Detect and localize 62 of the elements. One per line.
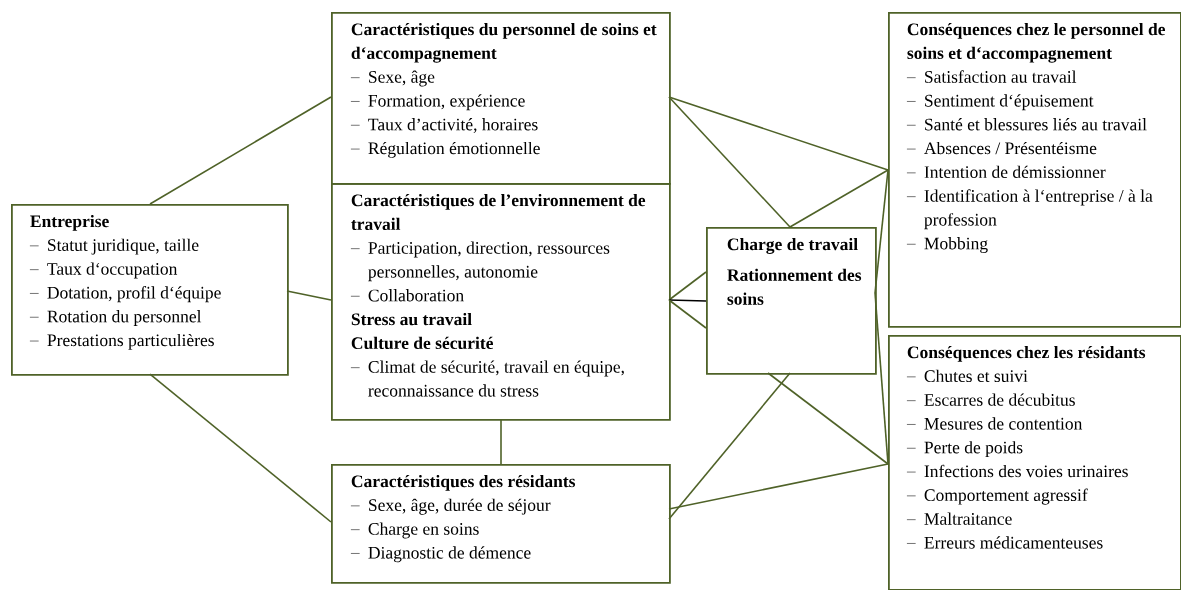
factor-box — [331, 464, 671, 584]
list-item: Mesures de contention — [906, 417, 1083, 430]
connector-line — [500, 418, 502, 465]
factor-box — [888, 335, 1181, 590]
list-item: Sexe, âge, durée de séjour — [350, 498, 551, 515]
box-heading: Caractéristiques de l’environnement de travail — [351, 193, 646, 231]
factor-box — [706, 227, 877, 375]
list-item: Santé et blessures liés au travail — [906, 118, 1147, 131]
connector-line — [286, 290, 332, 301]
list-item: Participation, direction, ressources personnelles, autonomie — [350, 241, 610, 282]
box-heading: Conséquences chez les résidants — [907, 345, 1146, 362]
connector-line — [668, 271, 707, 301]
list-item: Infections des voies urinaires — [906, 464, 1128, 478]
list-item: Sexe, âge — [350, 70, 435, 87]
list-item: Charge en soins — [350, 522, 479, 539]
list-item: Absences / Présentéisme — [906, 141, 1097, 155]
list-item: Climat de sécurité, travail en équipe, reconnaissance du stress — [350, 360, 624, 397]
box-heading: Conséquences chez le personnel de soins et d‘accompagnement — [907, 22, 1165, 63]
box-heading: Rationnement des soins — [727, 268, 862, 305]
list-item: Statut juridique, taille — [29, 238, 199, 255]
list-item: Sentiment d‘épuisement — [906, 94, 1094, 111]
list-item: Formation, expérience — [350, 94, 525, 111]
box-heading: Caractéristiques du personnel de soins et d‘accompagnement — [351, 22, 657, 63]
list-item: Collaboration — [350, 289, 464, 302]
list-item: Taux d‘occupation — [29, 262, 178, 279]
list-item: Comportement agressif — [906, 488, 1088, 505]
list-item: Régulation émotionnelle — [350, 141, 540, 158]
list-item: Taux d’activité, horaires — [350, 118, 538, 133]
factor-box — [331, 183, 671, 421]
list-item: Identification à l‘entreprise / à la profession — [906, 189, 1153, 230]
connector-line — [874, 169, 889, 294]
list-item: Erreurs médicamenteuses — [906, 536, 1103, 549]
box-heading: Entreprise — [30, 214, 109, 231]
box-heading: Stress au travail — [351, 312, 472, 326]
box-heading: Culture de sécurité — [351, 336, 493, 350]
connector-line — [668, 96, 889, 171]
factor-box — [11, 204, 289, 376]
connector-line — [149, 373, 332, 523]
connector-line — [668, 463, 889, 510]
list-item: Mobbing — [906, 237, 988, 254]
connector-line — [668, 372, 791, 520]
list-item: Perte de poids — [906, 441, 1023, 457]
connector-line — [668, 299, 707, 302]
connector-line — [767, 372, 889, 465]
box-heading: Charge de travail — [727, 237, 858, 254]
list-item: Diagnostic de démence — [350, 546, 531, 563]
connector-line — [668, 96, 791, 228]
list-item: Maltraitance — [906, 512, 1012, 525]
list-item: Prestations particulières — [29, 333, 214, 350]
list-item: Dotation, profil d‘équipe — [29, 286, 221, 303]
box-heading: Caractéristiques des résidants — [351, 474, 576, 491]
connector-line — [149, 96, 332, 205]
list-item: Escarres de décubitus — [906, 393, 1075, 406]
factor-box — [331, 12, 671, 185]
factor-box — [888, 12, 1181, 328]
connector-line — [789, 169, 889, 228]
list-item: Satisfaction au travail — [906, 70, 1077, 83]
list-item: Rotation du personnel — [29, 310, 202, 326]
connector-line — [668, 299, 707, 329]
list-item: Intention de démissionner — [906, 165, 1106, 179]
connector-line — [874, 292, 889, 465]
list-item: Chutes et suivi — [906, 369, 1028, 383]
